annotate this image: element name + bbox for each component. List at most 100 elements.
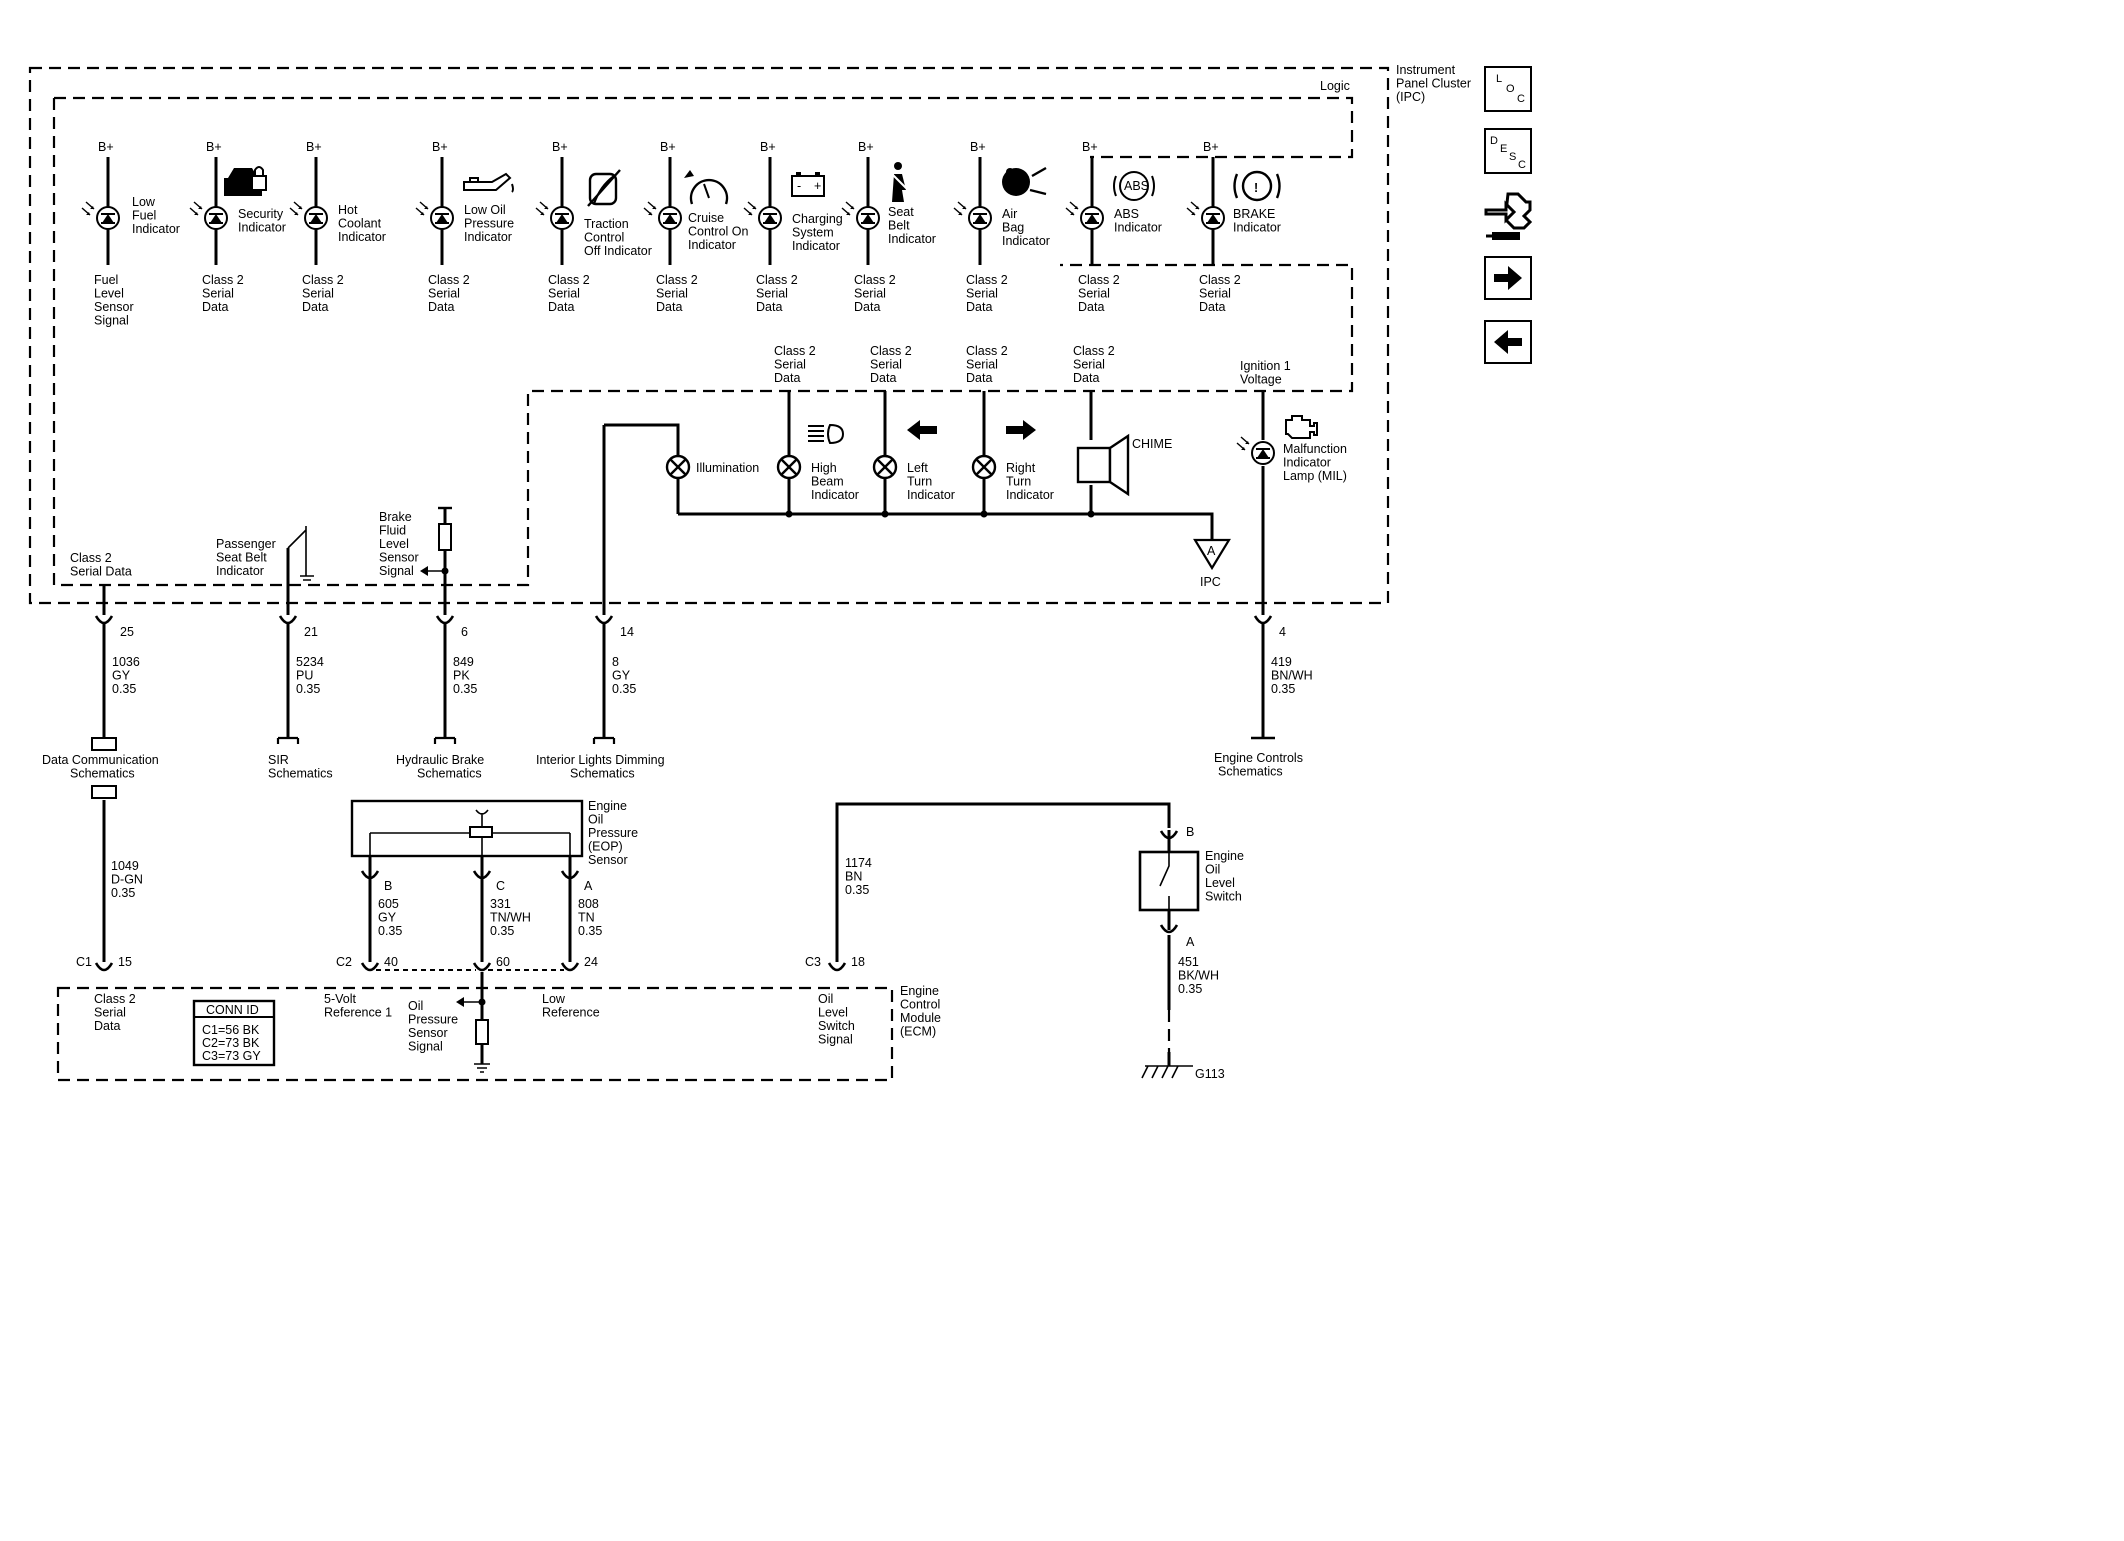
oil-level-pin: 18 [851, 955, 865, 969]
logic-boundary [52, 96, 1354, 587]
b-plus-label: B+ [760, 140, 776, 154]
b-plus-label: B+ [306, 140, 322, 154]
arrow-right-icon [1494, 266, 1522, 290]
svg-text:ABS: ABS [1124, 179, 1149, 193]
seat-belt-icon [891, 162, 909, 202]
b-plus-label: B+ [1082, 140, 1098, 154]
conn-id-table: CONN ID C1=56 BK C2=73 BK C3=73 GY [192, 999, 276, 1067]
desc-letter: S [1509, 151, 1517, 163]
indicator-led-icon [643, 201, 682, 230]
indicator-led-icon [535, 201, 574, 230]
oil-level-switch-term-b: B [1186, 825, 1194, 839]
indicator-led-icon [743, 201, 782, 230]
indicator-led-icon [289, 201, 328, 230]
desc-button[interactable]: D E S C [1484, 128, 1532, 174]
ground-g113-label: G113 [1195, 1067, 1225, 1081]
high-beam-bulb-icon [776, 454, 802, 480]
ecm-c1-connector: C1 [76, 955, 92, 969]
eop-terminal-letter: C [496, 879, 505, 893]
svg-text:+: + [814, 179, 821, 193]
previous-page-button[interactable] [1484, 320, 1532, 364]
b-plus-label: B+ [858, 140, 874, 154]
oil-level-switch-term-a: A [1186, 935, 1195, 949]
conn-id-row: C2=73 BK [202, 1036, 260, 1050]
ipc-pin-number: 21 [304, 625, 318, 639]
illumination-label: Illumination [696, 461, 759, 475]
cruise-speedometer-icon [684, 170, 729, 205]
b-plus-label: B+ [552, 140, 568, 154]
loc-button[interactable]: L O C [1484, 66, 1532, 112]
mil-led-icon [1236, 436, 1275, 465]
ipc-ground-letter: A [1207, 544, 1216, 558]
b-plus-label: B+ [970, 140, 986, 154]
eop-terminal-letter: A [584, 879, 593, 893]
ecm-pin-number: 24 [584, 955, 598, 969]
b-plus-label: B+ [432, 140, 448, 154]
desc-letter: C [1518, 159, 1526, 171]
indicator-led-icon [1186, 201, 1225, 230]
indicator-led-icon [189, 201, 228, 230]
loc-letter: C [1517, 93, 1525, 105]
next-page-button[interactable] [1484, 256, 1532, 300]
oil-level-connector: C3 [805, 955, 821, 969]
connector-hand-icon[interactable] [1484, 190, 1534, 244]
brake-warning-icon: ! [1233, 170, 1281, 202]
left-turn-arrow-icon [907, 420, 937, 440]
eop-terminal-letter: B [384, 879, 392, 893]
engine-icon [1285, 415, 1318, 439]
left-turn-bulb-icon [872, 454, 898, 480]
logic-label: Logic [1320, 79, 1350, 93]
